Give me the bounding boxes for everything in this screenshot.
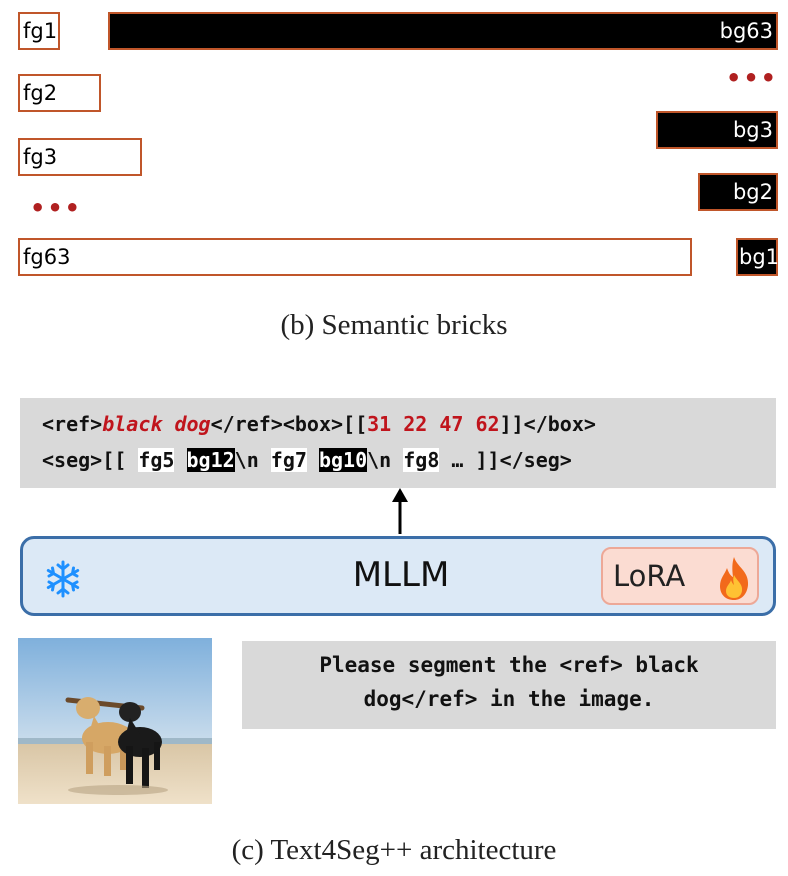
caption-architecture: (c) Text4Seg++ architecture <box>231 834 557 866</box>
referred-object: black dog <box>102 412 211 436</box>
prompt-line-1: Please segment the <ref> black <box>319 653 699 677</box>
bg-brick-3: bg3 <box>656 111 778 149</box>
caption-semantic-bricks: (b) Semantic bricks <box>280 309 508 341</box>
ellipsis-bg: ••• <box>726 64 779 92</box>
text-prompt-box: Please segment the <ref> black dog</ref>… <box>242 641 776 729</box>
mllm-label: MLLM <box>352 555 450 595</box>
output-arrow <box>392 488 408 534</box>
mllm-block: MLLM LoRA <box>20 536 776 616</box>
output-line-2: <seg>[[ fg5 bg12\n fg7 bg10\n fg8 … ]]</… <box>42 448 572 472</box>
fg-brick-2: fg2 <box>18 74 101 112</box>
token-bg12: bg12 <box>186 448 235 472</box>
fg-brick-63: fg63 <box>18 238 692 276</box>
token-fg5: fg5 <box>138 448 175 472</box>
seg-close-token: … ]]</seg> <box>439 448 572 472</box>
seg-open-token: <seg>[[ <box>42 448 139 472</box>
prompt-line-2: dog</ref> in the image. <box>363 687 655 711</box>
token-fg7: fg7 <box>270 448 307 472</box>
bg-brick-1: bg1 <box>736 238 779 276</box>
lora-adapter: LoRA <box>601 547 759 605</box>
ellipsis-fg: ••• <box>30 194 83 222</box>
ref-close-box-open-token: </ref><box>[[ <box>210 412 368 436</box>
fg-brick-1: fg1 <box>18 12 60 50</box>
semantic-bricks-panel: fg1 bg63 ••• fg2 bg3 fg3 bg2 ••• fg63 bg… <box>0 0 788 300</box>
bg-brick-2: bg2 <box>698 173 778 211</box>
fire-icon <box>720 557 749 600</box>
box-coordinates: 31 22 47 62 <box>367 412 500 436</box>
output-token-box: <ref>black dog</ref><box>[[31 22 47 62]]… <box>20 398 776 488</box>
input-image-dogs-photo <box>18 638 212 804</box>
lora-label: LoRA <box>613 559 686 593</box>
newline-token-2: \n <box>367 448 404 472</box>
ref-open-token: <ref> <box>42 412 103 436</box>
snowflake-icon <box>46 560 80 598</box>
bg-brick-63: bg63 <box>108 12 778 50</box>
fg-brick-3: fg3 <box>18 138 142 176</box>
token-bg10: bg10 <box>318 448 368 472</box>
newline-token-1: \n <box>234 448 271 472</box>
output-line-1: <ref>black dog</ref><box>[[31 22 47 62]]… <box>42 412 596 436</box>
box-close-token: ]]</box> <box>499 412 596 436</box>
token-fg8: fg8 <box>403 448 440 472</box>
